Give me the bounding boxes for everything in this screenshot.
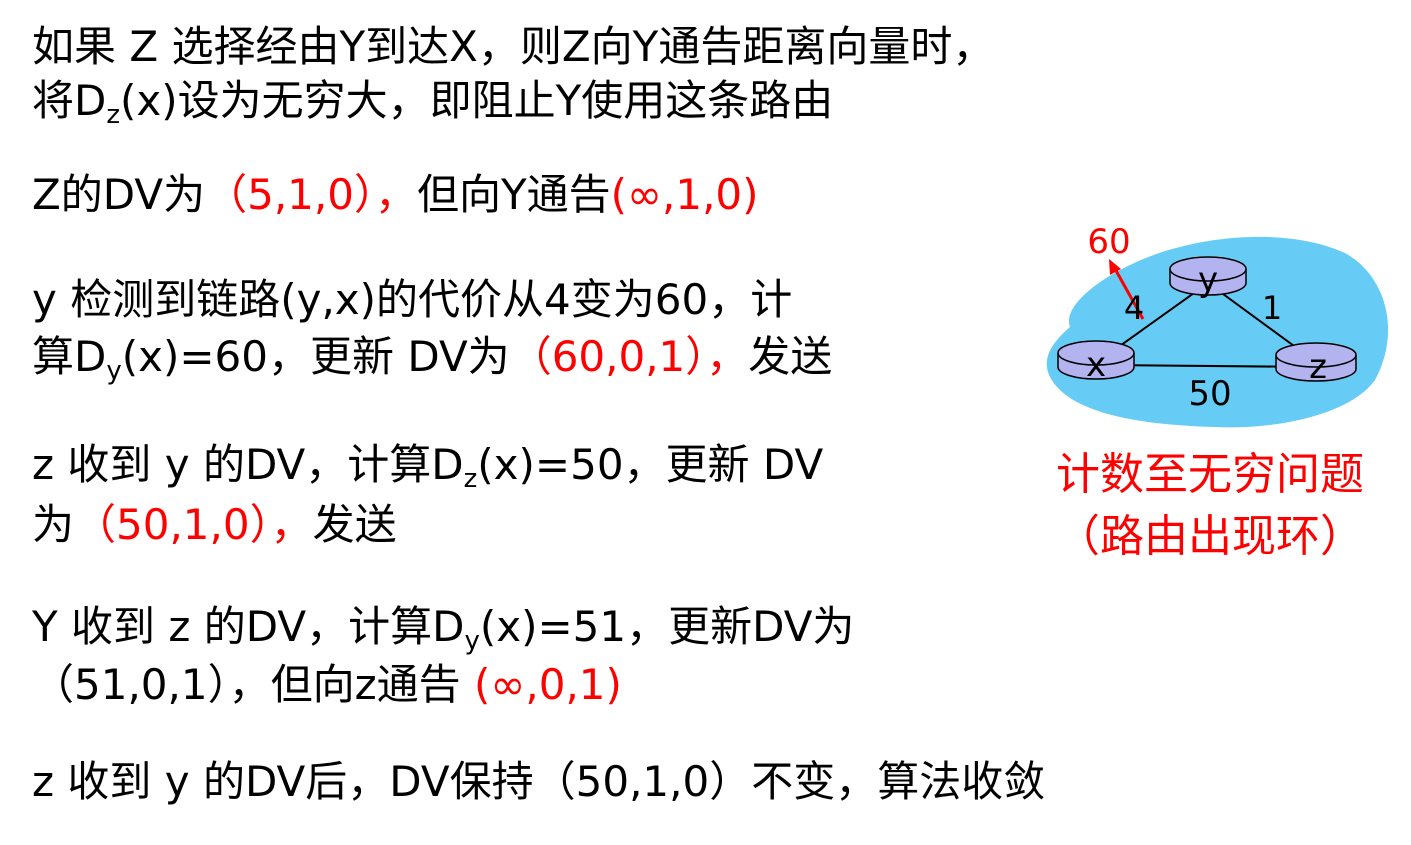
cost-change-arrow: [1112, 266, 1145, 320]
caption-title: 计数至无穷问题: [1056, 449, 1364, 500]
router-y: [1169, 256, 1247, 296]
cost-label-xy: 4: [1124, 289, 1144, 327]
text-line-4: y 检测到链路(y,x)的代价从4变为60，计: [32, 275, 793, 324]
node-label-y: y: [1198, 260, 1218, 300]
cost-change-arrowhead: [1109, 259, 1121, 275]
router-x: [1057, 340, 1135, 380]
text-line-9: （51,0,1），但向z通告 (∞,0,1): [32, 660, 622, 709]
node-label-x: x: [1086, 345, 1106, 385]
node-label-z: z: [1309, 347, 1327, 387]
text-line-10: z 收到 y 的DV后，DV保持（50,1,0）不变，算法收敛: [32, 757, 1046, 806]
caption-subtitle: （路由出现环）: [1056, 511, 1364, 562]
text-line-2: 将Dz(x)设为无穷大，即阻止Y使用这条路由: [32, 76, 834, 130]
text-line-7: 为（50,1,0），发送: [32, 500, 397, 549]
cost-label-yz: 1: [1262, 289, 1282, 327]
cost-label-xz: 50: [1188, 374, 1231, 414]
router-z: [1275, 342, 1357, 382]
text-line-3: Z的DV为（5,1,0），但向Y通告(∞,1,0): [32, 170, 759, 219]
text-line-6: z 收到 y 的DV，计算Dz(x)=50，更新 DV: [32, 440, 824, 494]
cost-label-new: 60: [1087, 222, 1130, 262]
text-line-5: 算Dy(x)=60，更新 DV为（60,0,1），发送: [32, 332, 833, 386]
network-diagram: y x z 4 1 50 60: [1046, 222, 1389, 428]
text-line-1: 如果 Z 选择经由Y到达X，则Z向Y通告距离向量时，: [32, 22, 995, 71]
text-line-8: Y 收到 z 的DV，计算Dy(x)=51，更新DV为: [32, 602, 855, 656]
